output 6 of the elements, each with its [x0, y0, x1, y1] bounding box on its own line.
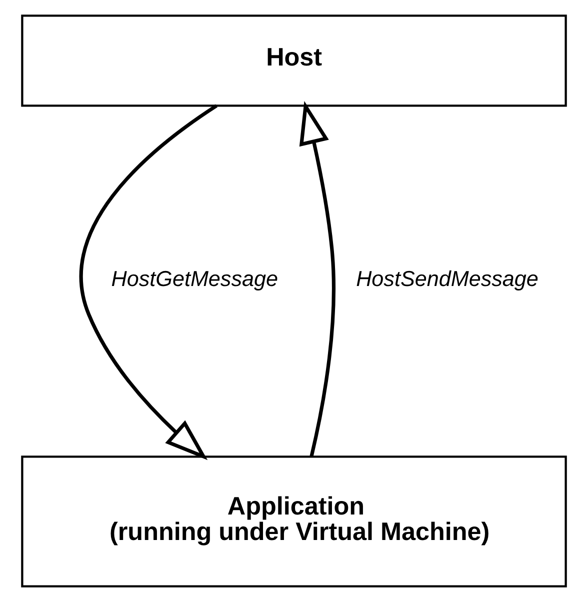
- node-box: Application (running under Virtual Machine): [21, 456, 567, 588]
- edge-label: HostGetMessage: [111, 266, 278, 291]
- node-box: Host: [21, 14, 567, 107]
- arrow: [80, 104, 218, 460]
- arrow: [299, 101, 336, 457]
- edge-label: HostSendMessage: [356, 266, 538, 291]
